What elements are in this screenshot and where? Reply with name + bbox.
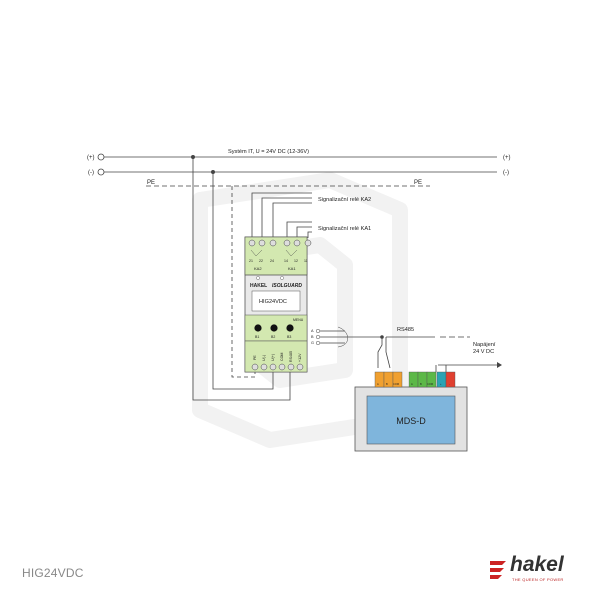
- button-b3-label: B3: [287, 335, 291, 339]
- menu-label: MENU: [293, 318, 304, 322]
- mds-term-5: B: [420, 382, 422, 386]
- bus-label-a: A: [311, 329, 314, 333]
- hakel-logo: hakel THE QUEEN OF POWER: [488, 553, 588, 585]
- rail-minus-left: (-): [88, 170, 94, 176]
- mds-term-7: +: [440, 383, 442, 386]
- bottom-screw-terminals: [251, 363, 304, 371]
- bottom-terminal-5: RS485: [289, 351, 293, 362]
- button-b3[interactable]: [286, 324, 294, 332]
- bottom-terminal-3: U(+): [271, 354, 275, 361]
- mds-d-unit: MDS-D A B COM A B COM + -: [354, 371, 468, 452]
- supply-wires: [190, 154, 291, 401]
- ka2-led: [256, 276, 260, 280]
- relay-ka2-label: Signalizační relé KA2: [318, 197, 371, 203]
- logo-tagline: THE QUEEN OF POWER: [512, 577, 564, 582]
- supply-rails: [97, 153, 497, 187]
- top-terminal-1: 21: [249, 259, 253, 263]
- rail-minus-right: (-): [503, 170, 509, 176]
- button-b2-label: B2: [271, 335, 275, 339]
- mds-term-3: COM: [393, 382, 399, 386]
- isolguard-device: 21 22 24 14 12 11 KA2 KA1 HAKEL ISOLGUAR…: [244, 236, 321, 373]
- button-b1-label: B1: [255, 335, 259, 339]
- device-model: HIG24VDC: [259, 299, 287, 305]
- mds-term-1: A: [377, 382, 379, 386]
- ka2-label: KA2: [254, 266, 262, 271]
- pe-right: PE: [414, 180, 422, 186]
- footer-title: HIG24VDC: [22, 566, 84, 580]
- button-b2[interactable]: [270, 324, 278, 332]
- system-label: Systém IT, U = 24V DC (12-36V): [228, 149, 309, 155]
- relay-contacts: [250, 249, 298, 257]
- top-screw-terminals: [248, 239, 312, 247]
- bottom-terminal-4: COM: [280, 353, 284, 361]
- power-label-line2: 24 V DC: [473, 349, 494, 355]
- mds-term-2: B: [386, 382, 388, 386]
- button-b1[interactable]: [254, 324, 262, 332]
- ka1-label: KA1: [288, 266, 296, 271]
- ka1-led: [280, 276, 284, 280]
- top-terminal-4: 14: [284, 259, 288, 263]
- rs485-label: RS485: [397, 327, 414, 333]
- device-display: [251, 290, 301, 312]
- relay-wires: [251, 192, 312, 238]
- bus-label-b: B: [311, 335, 314, 339]
- rs485-wiring: [320, 326, 502, 372]
- bottom-terminal-6: +12V: [298, 353, 302, 362]
- bus-label-g: G: [311, 341, 314, 345]
- hakel-logo-mark: [490, 561, 506, 579]
- mds-d-label: MDS-D: [396, 416, 426, 426]
- top-terminal-6: 11: [304, 259, 308, 263]
- device-product: ISOLGUARD: [272, 283, 302, 289]
- mds-term-6: COM: [427, 382, 433, 386]
- rail-plus-right: (+): [503, 155, 511, 161]
- power-label-line1: Napájení: [473, 342, 496, 348]
- top-terminal-5: 12: [294, 259, 298, 263]
- rail-plus-left: (+): [87, 155, 95, 161]
- bottom-terminal-1: PE: [253, 355, 257, 360]
- rs485-side-terminals: [315, 328, 321, 346]
- relay-ka1-label: Signalizační relé KA1: [318, 226, 371, 232]
- bottom-terminal-2: U(-): [262, 355, 266, 361]
- top-terminal-3: 24: [270, 259, 274, 263]
- pe-left: PE: [147, 180, 155, 186]
- mds-term-8: -: [449, 383, 450, 386]
- mds-d-screen: [366, 395, 456, 445]
- logo-word: hakel: [510, 553, 564, 576]
- device-brand: HAKEL: [250, 283, 267, 289]
- mds-terminal-blocks: [374, 371, 456, 388]
- top-terminal-2: 22: [259, 259, 263, 263]
- mds-term-4: A: [411, 382, 413, 386]
